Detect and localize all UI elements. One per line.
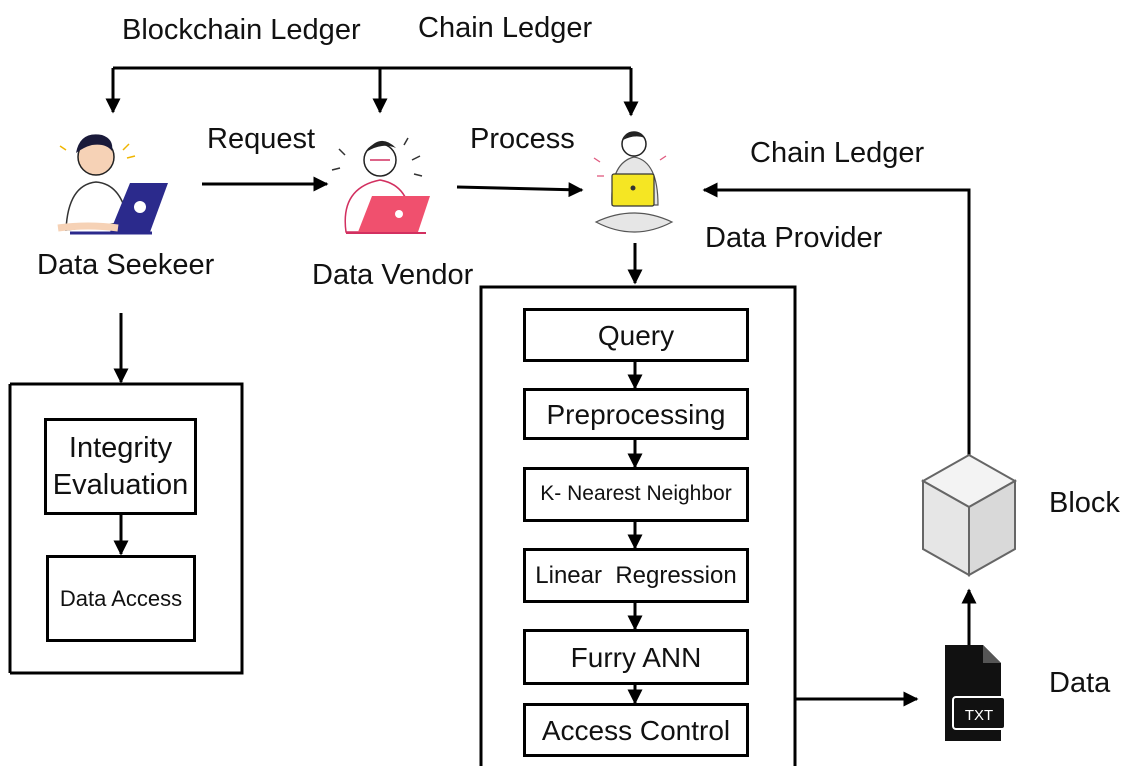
knn-text: K- Nearest Neighbor — [540, 482, 732, 506]
seeker-frame — [8, 382, 244, 675]
process-arrow — [456, 182, 584, 198]
data-access-box: Data Access — [46, 555, 196, 642]
data-vendor-label: Data Vendor — [312, 259, 474, 291]
chain-ledger-return-arrow — [702, 182, 971, 455]
provider-frame — [479, 285, 797, 766]
block-label: Block — [1049, 487, 1120, 519]
request-label: Request — [207, 123, 316, 155]
preprocessing-text: Preprocessing — [546, 398, 726, 430]
data-provider-illustration — [593, 131, 674, 233]
data-access-text: Data Access — [59, 585, 183, 611]
txt-badge: TXT — [965, 707, 993, 724]
integrity-evaluation-box: Integrity Evaluation — [44, 418, 197, 515]
chain-ledger-return-label: Chain Ledger — [750, 137, 925, 169]
data-provider-label: Data Provider — [705, 222, 883, 254]
block-icon — [920, 453, 1018, 577]
ledger-bus — [105, 66, 639, 117]
linear-regression-text: Linear Regression — [535, 561, 737, 589]
query-text: Query — [597, 319, 675, 351]
integrity-evaluation-text: Integrity Evaluation — [52, 432, 189, 501]
access-control-box: Access Control — [523, 703, 749, 757]
blockchain-ledger-label: Blockchain Ledger — [122, 14, 361, 46]
data-seeker-label: Data Seekeer — [37, 249, 215, 281]
data-seeker-illustration — [57, 134, 168, 235]
data-vendor-illustration — [331, 137, 430, 234]
access-control-text: Access Control — [541, 714, 731, 746]
query-box: Query — [523, 308, 749, 362]
txt-file-icon: TXT — [945, 645, 1006, 741]
furry-ann-box: Furry ANN — [523, 629, 749, 685]
knn-box: K- Nearest Neighbor — [523, 467, 749, 522]
chain-ledger-label: Chain Ledger — [418, 12, 593, 44]
furry-ann-text: Furry ANN — [570, 641, 702, 673]
preprocessing-box: Preprocessing — [523, 388, 749, 440]
process-label: Process — [470, 123, 575, 155]
data-label: Data — [1049, 667, 1111, 699]
linear-regression-box: Linear Regression — [523, 548, 749, 603]
